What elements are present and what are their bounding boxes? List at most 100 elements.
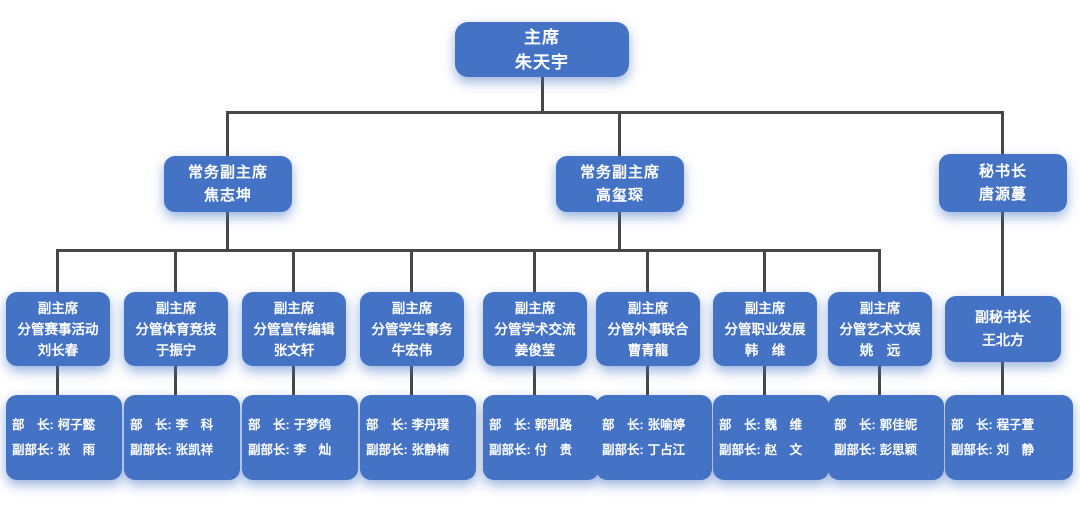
- minister-row: 部 长:李丹璞: [366, 413, 449, 438]
- node-deputy-secretary: 副秘书长 王北方: [945, 296, 1061, 362]
- minister-label: 部 长:: [130, 417, 172, 432]
- deputy-row: 副部长:李 灿: [248, 438, 331, 463]
- deputy-name: 李 灿: [293, 442, 332, 457]
- deputy-name: 张 雨: [57, 442, 96, 457]
- node-name: 韩 维: [744, 342, 786, 358]
- node-department-8: 部 长:郭佳妮 副部长:彭思颖: [828, 395, 944, 480]
- minister-label: 部 长:: [366, 417, 408, 432]
- node-duty: 分管艺术文娱: [839, 321, 921, 337]
- connector-line: [533, 366, 536, 395]
- deputy-label: 副部长:: [951, 442, 993, 457]
- node-department-9: 部 长:程子萱 副部长:刘 静: [945, 395, 1073, 480]
- minister-label: 部 长:: [834, 417, 876, 432]
- connector-line: [1001, 362, 1004, 395]
- node-vice-chair-8: 副主席 分管艺术文娱 姚 远: [828, 292, 932, 366]
- node-title: 主席: [524, 27, 560, 47]
- node-duty: 分管体育竞技: [135, 321, 217, 337]
- node-vice-chair-2: 副主席 分管体育竞技 于振宁: [124, 292, 228, 366]
- connector-line: [763, 366, 766, 395]
- connector-line: [226, 111, 229, 157]
- deputy-row: 副部长:赵 文: [719, 438, 802, 463]
- deputy-row: 副部长:刘 静: [951, 438, 1034, 463]
- node-secretary-general: 秘书长 唐源蔓: [939, 154, 1067, 212]
- node-title: 副秘书长: [975, 309, 1031, 325]
- deputy-name: 赵 文: [764, 442, 803, 457]
- node-title: 副主席: [37, 300, 79, 316]
- deputy-row: 副部长:张凯祥: [130, 438, 213, 463]
- node-duty: 分管外事联合: [607, 321, 689, 337]
- node-title: 副主席: [273, 300, 315, 316]
- connector-line: [174, 249, 177, 292]
- connector-line: [56, 249, 59, 292]
- node-exec-vice-chairman-2: 常务副主席 高玺琛: [556, 156, 684, 212]
- deputy-name: 付 贵: [534, 442, 573, 457]
- node-title: 秘书长: [978, 163, 1027, 180]
- deputy-label: 副部长:: [489, 442, 531, 457]
- minister-name: 魏 维: [764, 417, 803, 432]
- node-name: 焦志坤: [203, 187, 252, 204]
- minister-name: 张喻婷: [647, 417, 686, 432]
- node-name: 张文轩: [273, 342, 315, 358]
- deputy-row: 副部长:付 贵: [489, 438, 572, 463]
- deputy-label: 副部长:: [602, 442, 644, 457]
- connector-line: [410, 366, 413, 395]
- deputy-label: 副部长:: [834, 442, 876, 457]
- deputy-name: 彭思颖: [879, 442, 918, 457]
- connector-line: [541, 76, 544, 114]
- deputy-row: 副部长:张静楠: [366, 438, 449, 463]
- node-name: 王北方: [982, 332, 1024, 348]
- minister-row: 部 长:魏 维: [719, 413, 802, 438]
- node-department-2: 部 长:李 科 副部长:张凯祥: [124, 395, 240, 480]
- node-name: 牛宏伟: [391, 342, 433, 358]
- connector-line: [1001, 211, 1004, 296]
- minister-label: 部 长:: [951, 417, 993, 432]
- minister-row: 部 长:于梦鸽: [248, 413, 331, 438]
- connector-line: [410, 249, 413, 292]
- deputy-name: 刘 静: [996, 442, 1035, 457]
- minister-name: 于梦鸽: [293, 417, 332, 432]
- node-department-6: 部 长:张喻婷 副部长:丁占江: [596, 395, 712, 480]
- node-name: 于振宁: [155, 342, 197, 358]
- minister-name: 郭凯路: [534, 417, 573, 432]
- deputy-name: 张凯祥: [175, 442, 214, 457]
- deputy-label: 副部长:: [248, 442, 290, 457]
- node-title: 副主席: [391, 300, 433, 316]
- node-vice-chair-1: 副主席 分管赛事活动 刘长春: [6, 292, 110, 366]
- connector-line: [763, 249, 766, 292]
- connector-line: [292, 249, 295, 292]
- deputy-row: 副部长:彭思颖: [834, 438, 917, 463]
- node-department-5: 部 长:郭凯路 副部长:付 贵: [483, 395, 599, 480]
- node-chairman: 主席 朱天宇: [455, 22, 629, 77]
- connector-line: [646, 249, 649, 292]
- deputy-label: 副部长:: [12, 442, 54, 457]
- node-duty: 分管宣传编辑: [253, 321, 335, 337]
- deputy-name: 丁占江: [647, 442, 686, 457]
- node-duty: 分管学术交流: [494, 321, 576, 337]
- minister-label: 部 长:: [248, 417, 290, 432]
- node-duty: 分管赛事活动: [17, 321, 99, 337]
- node-exec-vice-chairman-1: 常务副主席 焦志坤: [164, 156, 292, 212]
- connector-line: [618, 211, 621, 252]
- deputy-row: 副部长:张 雨: [12, 438, 95, 463]
- connector-line: [56, 249, 881, 252]
- node-vice-chair-7: 副主席 分管职业发展 韩 维: [713, 292, 817, 366]
- connector-line: [618, 111, 621, 157]
- minister-label: 部 长:: [489, 417, 531, 432]
- node-department-1: 部 长:柯子懿 副部长:张 雨: [6, 395, 122, 480]
- deputy-name: 张静楠: [411, 442, 450, 457]
- minister-row: 部 长:李 科: [130, 413, 213, 438]
- connector-line: [646, 366, 649, 395]
- node-department-7: 部 长:魏 维 副部长:赵 文: [713, 395, 829, 480]
- connector-line: [226, 211, 229, 252]
- node-duty: 分管学生事务: [371, 321, 453, 337]
- node-vice-chair-6: 副主席 分管外事联合 曹青龍: [596, 292, 700, 366]
- node-title: 副主席: [744, 300, 786, 316]
- node-name: 高玺琛: [595, 187, 644, 204]
- node-title: 常务副主席: [187, 164, 268, 181]
- node-name: 刘长春: [37, 342, 79, 358]
- deputy-label: 副部长:: [366, 442, 408, 457]
- connector-line: [174, 366, 177, 395]
- node-title: 副主席: [627, 300, 669, 316]
- node-title: 副主席: [155, 300, 197, 316]
- node-name: 朱天宇: [515, 52, 569, 72]
